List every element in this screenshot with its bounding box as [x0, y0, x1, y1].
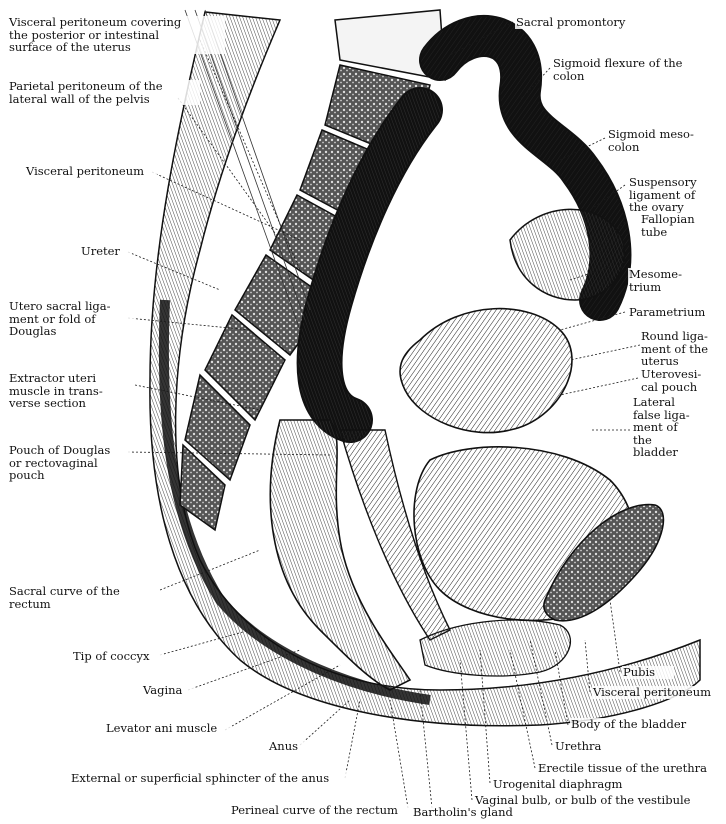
label-suspensory-ligament: Suspensory ligament of the ovary	[628, 176, 720, 214]
label-vaginal-bulb: Vaginal bulb, or bulb of the vestibule	[474, 794, 721, 807]
label-visceral-peritoneum-left: Visceral peritoneum	[25, 165, 157, 178]
label-external-sphincter: External or superficial sphincter of the…	[70, 772, 352, 785]
sacral-wall-band	[158, 299, 431, 705]
label-sigmoid-mesocolon: Sigmoid meso- colon	[607, 128, 714, 153]
pelvic-wall-fibers	[184, 9, 311, 331]
rectum	[269, 419, 412, 691]
label-perineal-curve: Perineal curve of the rectum	[230, 804, 412, 817]
label-erectile-tissue: Erectile tissue of the urethra	[537, 762, 719, 775]
perineal-body	[419, 619, 571, 677]
ovary-and-tube	[509, 208, 626, 301]
label-vagina: Vagina	[142, 684, 194, 697]
label-bartholins-gland: Bartholin's gland	[412, 806, 524, 819]
label-urogenital-diaphragm: Urogenital diaphragm	[492, 778, 644, 791]
label-tip-of-coccyx: Tip of coccyx	[72, 650, 164, 663]
label-levator-ani: Levator ani muscle	[105, 722, 232, 735]
label-sacral-promontory: Sacral promontory	[515, 16, 647, 29]
pelvic-body-outline	[149, 11, 701, 727]
label-visceral-peritoneum-uterus: Visceral peritoneum covering the posteri…	[8, 16, 225, 54]
label-ureter: Ureter	[80, 245, 132, 258]
label-round-ligament: Round liga- ment of the uterus	[640, 330, 722, 368]
label-sigmoid-flexure: Sigmoid flexure of the colon	[552, 57, 714, 82]
label-pubis: Pubis	[622, 666, 674, 679]
label-parametrium: Parametrium	[628, 306, 725, 319]
leader-lines	[127, 21, 641, 809]
label-uterovesical-pouch: Uterovesi- cal pouch	[640, 368, 722, 393]
label-mesometrium: Mesome- trium	[628, 268, 710, 293]
label-anus: Anus	[268, 740, 310, 753]
label-sacral-curve: Sacral curve of the rectum	[8, 585, 160, 610]
label-lateral-false-ligament: Lateral false liga- ment of the bladder	[632, 396, 724, 459]
label-extractor-uteri: Extractor uteri muscle in trans- verse s…	[8, 372, 135, 410]
label-pouch-of-douglas: Pouch of Douglas or rectovaginal pouch	[8, 444, 130, 482]
label-utero-sacral-ligament: Utero sacral liga- ment or fold of Dougl…	[8, 300, 135, 338]
label-parietal-peritoneum: Parietal peritoneum of the lateral wall …	[8, 80, 200, 105]
label-body-of-bladder: Body of the bladder	[570, 718, 712, 731]
label-visceral-peritoneum-right: Visceral peritoneum	[592, 686, 724, 699]
pubis-bone	[543, 503, 665, 622]
uterus	[399, 307, 573, 434]
label-fallopian-tube: Fallopian tube	[640, 213, 722, 238]
label-urethra: Urethra	[554, 740, 626, 753]
